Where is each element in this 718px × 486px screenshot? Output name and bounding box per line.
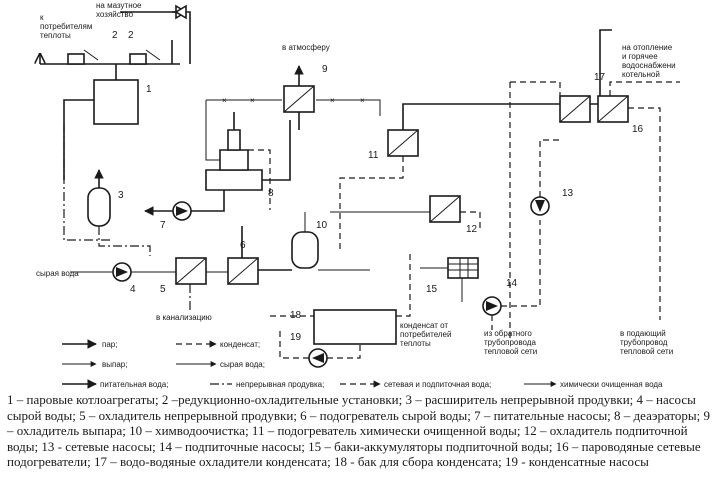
number-14: 14 — [506, 278, 518, 289]
svg-text:×: × — [250, 96, 255, 105]
deaerator — [205, 112, 291, 210]
number-9: 9 — [322, 64, 328, 75]
number-10: 10 — [316, 220, 328, 231]
raw-water-heater — [227, 226, 292, 285]
legend-blowdown: непрерывная продувка; — [236, 380, 324, 389]
network-return — [509, 81, 561, 340]
makeup-water-cooler — [330, 195, 481, 230]
reduction-cooling-unit-a — [67, 49, 99, 65]
number-18: 18 — [290, 310, 302, 321]
svg-text:×: × — [330, 96, 335, 105]
exhaust-line: × × × × — [205, 96, 381, 161]
number-8: 8 — [268, 188, 274, 199]
figure-caption: 1 – паровые котлоагрегаты; 2 –редукционн… — [7, 392, 710, 469]
makeup-storage-tank — [420, 257, 479, 302]
legend-raw-water: сырая вода; — [220, 360, 265, 369]
number-3: 3 — [118, 190, 124, 201]
equipment-numbers: 1 2 2 3 4 5 6 7 8 9 10 11 12 13 14 15 16… — [112, 30, 644, 343]
steam-boiler-unit — [63, 64, 139, 241]
number-6: 6 — [240, 240, 246, 251]
number-5: 5 — [160, 284, 166, 295]
blowdown-expander — [87, 169, 151, 256]
number-1: 1 — [146, 84, 152, 95]
legend-feed-water: питательная вода; — [100, 380, 168, 389]
condensate-cooler — [559, 95, 591, 123]
network-water-heater — [597, 30, 680, 320]
condensate-tank — [270, 250, 411, 345]
number-2a: 2 — [112, 30, 118, 41]
number-19: 19 — [290, 332, 302, 343]
number-4: 4 — [130, 284, 136, 295]
exhaust-cooler — [283, 65, 315, 130]
number-15: 15 — [426, 284, 438, 295]
svg-text:×: × — [360, 96, 365, 105]
steam-main — [40, 4, 191, 65]
number-16: 16 — [632, 124, 644, 135]
legend-network-water: сетевая и подпиточная вода; — [384, 380, 491, 389]
reduction-cooling-unit-b — [129, 49, 161, 65]
label-to-atmosphere: в атмосферу — [282, 43, 330, 52]
makeup-pump — [482, 220, 541, 330]
legend-exhaust: выпар; — [102, 360, 127, 369]
svg-text:×: × — [222, 96, 227, 105]
condensate-pump — [279, 330, 361, 368]
legend: пар; конденсат; выпар; сырая вода; питат… — [62, 339, 663, 389]
number-12: 12 — [466, 224, 478, 235]
chem-water-treatment — [291, 212, 370, 271]
number-17: 17 — [594, 72, 606, 83]
legend-treated-water: химически очищенная вода — [560, 380, 663, 389]
legend-steam: пар; — [102, 340, 117, 349]
legend-condensate: конденсат; — [220, 340, 260, 349]
number-13: 13 — [562, 188, 574, 199]
network-pump — [530, 139, 560, 216]
label-to-sewer: в канализацию — [156, 313, 212, 322]
number-11: 11 — [368, 150, 379, 161]
feed-pump — [144, 185, 225, 221]
chem-water-heater — [339, 29, 612, 250]
number-2b: 2 — [128, 30, 134, 41]
number-7: 7 — [160, 220, 166, 231]
raw-water-pump — [70, 262, 228, 310]
blowdown-cooler — [175, 257, 207, 285]
label-raw-water: сырая вода — [36, 269, 79, 278]
